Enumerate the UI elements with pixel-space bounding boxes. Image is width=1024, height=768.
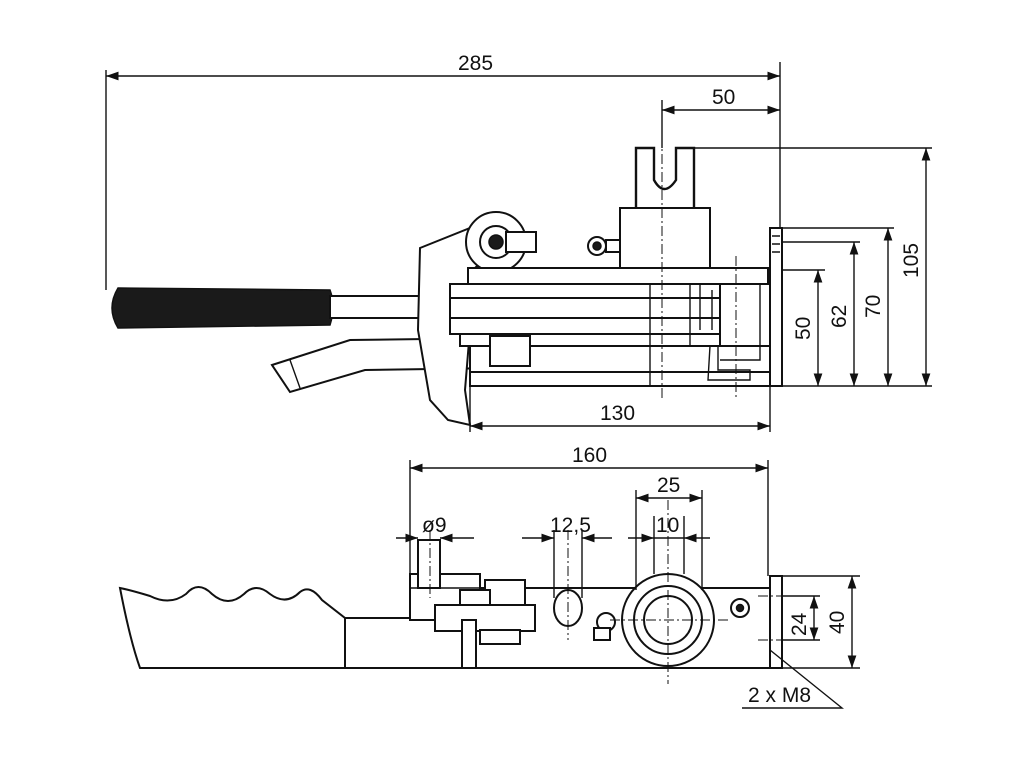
dim-dia-9: ø9 xyxy=(422,514,447,537)
dim-12-5: 12,5 xyxy=(550,514,591,537)
dim-130: 130 xyxy=(600,402,635,425)
plate-stack xyxy=(449,267,776,387)
plan-grease-nipple xyxy=(593,612,616,641)
thread-note: 2 x M8 xyxy=(748,684,811,707)
dim-50-side: 50 xyxy=(792,317,815,340)
jaw-block xyxy=(619,146,711,271)
side-view: 285 50 130 105 70 62 50 xyxy=(105,52,932,432)
dim-105: 105 xyxy=(900,243,923,278)
dim-10: 10 xyxy=(656,514,679,537)
dim-24: 24 xyxy=(788,612,811,636)
grease-nipple xyxy=(587,236,621,256)
dim-62: 62 xyxy=(828,305,851,328)
plan-hole-slot xyxy=(417,539,441,589)
dim-160: 160 xyxy=(572,444,607,467)
plan-bolt xyxy=(434,579,536,669)
plan-handle-grip xyxy=(118,586,346,669)
roller xyxy=(465,211,537,273)
dim-50-top: 50 xyxy=(712,86,735,109)
dim-70: 70 xyxy=(862,295,885,318)
plan-view: 160 25 10 ø9 12,5 40 24 2 x M8 xyxy=(118,444,860,709)
plan-end-plate xyxy=(769,575,783,669)
dim-40: 40 xyxy=(826,611,849,634)
dim-285: 285 xyxy=(458,52,493,75)
dim-25: 25 xyxy=(657,474,680,497)
upper-handle-grip xyxy=(111,287,334,329)
